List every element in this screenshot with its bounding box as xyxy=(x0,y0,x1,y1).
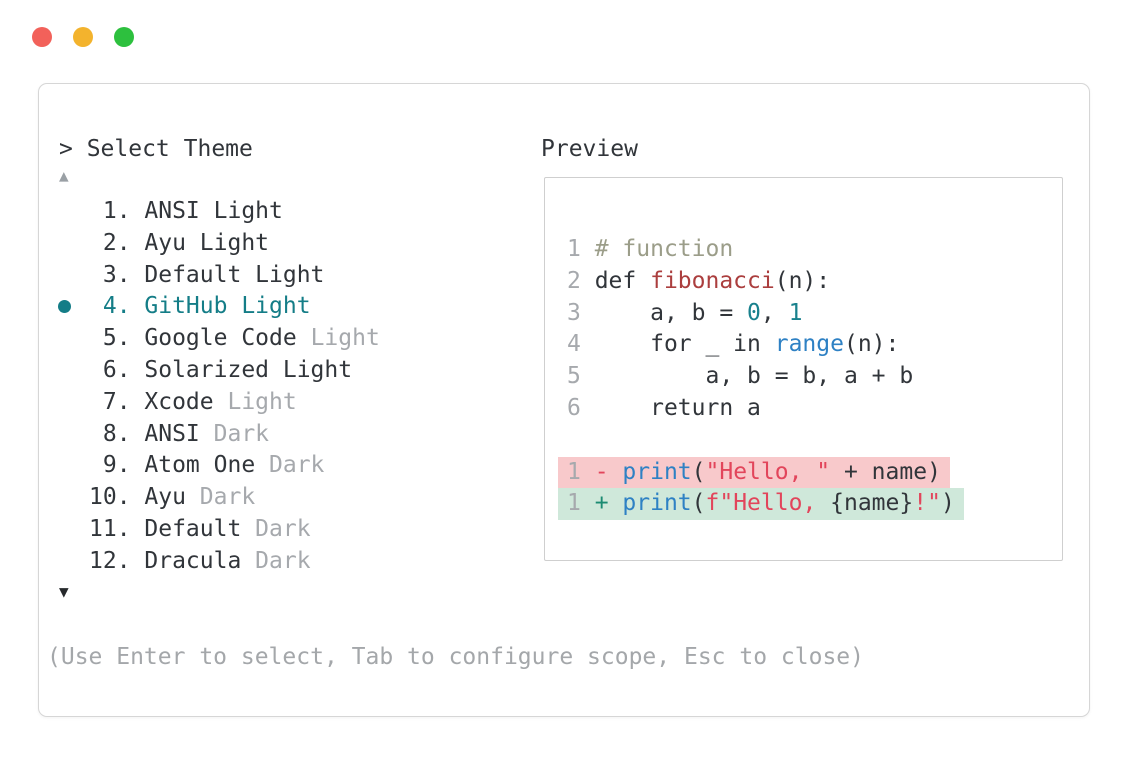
close-button[interactable] xyxy=(32,27,52,47)
theme-list-item[interactable]: 2. Ayu Light xyxy=(89,229,270,256)
scroll-up-icon[interactable]: ▲ xyxy=(59,166,69,185)
diff-removed-line: 1 - print("Hello, " + name) xyxy=(558,456,1062,489)
theme-list-item[interactable]: 6. Solarized Light xyxy=(89,356,353,383)
code-line: 2 def fibonacci(n): xyxy=(567,267,831,294)
prompt-label: > Select Theme xyxy=(59,136,253,162)
theme-list-item[interactable]: 11. Default Dark xyxy=(89,515,311,542)
window-controls xyxy=(32,27,134,47)
code-line: 1 # function xyxy=(567,236,734,262)
help-text: (Use Enter to select, Tab to configure s… xyxy=(47,644,864,670)
blank-line xyxy=(567,425,1062,457)
theme-list-item[interactable]: 9. Atom One Dark xyxy=(89,452,325,479)
code-line: 5 a, b = b, a + b xyxy=(567,363,914,390)
theme-list-item[interactable]: 7. Xcode Light xyxy=(89,388,297,415)
theme-list-item[interactable]: 12. Dracula Dark xyxy=(89,547,311,574)
theme-list: 1. ANSI Light 2. Ayu Light 3. Default Li… xyxy=(58,196,380,578)
theme-list-item[interactable]: 1. ANSI Light xyxy=(89,198,283,224)
preview-title: Preview xyxy=(541,136,638,162)
code-line: 6 return a xyxy=(567,394,761,421)
theme-list-item[interactable]: 3. Default Light xyxy=(89,261,325,288)
diff-added-line: 1 + print(f"Hello, {name}!") xyxy=(558,488,1062,521)
code-preview: 1 # function 2 def fibonacci(n): 3 a, b = … xyxy=(545,178,1062,521)
maximize-button[interactable] xyxy=(114,27,134,47)
theme-list-item[interactable]: 10. Ayu Dark xyxy=(89,484,256,511)
scroll-down-icon[interactable]: ▼ xyxy=(59,582,69,601)
theme-list-item[interactable]: 4. GitHub Light xyxy=(58,291,380,323)
code-line: 3 a, b = 0, 1 xyxy=(567,299,803,326)
theme-list-item[interactable]: 8. ANSI Dark xyxy=(89,420,270,447)
minimize-button[interactable] xyxy=(73,27,93,47)
theme-list-item[interactable]: 5. Google Code Light xyxy=(89,325,380,352)
theme-picker-window: > Select Theme Preview ▲ 1. ANSI Light 2… xyxy=(38,83,1090,717)
preview-panel: 1 # function 2 def fibonacci(n): 3 a, b = … xyxy=(544,177,1063,561)
code-line: 4 for _ in range(n): xyxy=(567,331,900,358)
selected-indicator-icon xyxy=(58,300,71,314)
